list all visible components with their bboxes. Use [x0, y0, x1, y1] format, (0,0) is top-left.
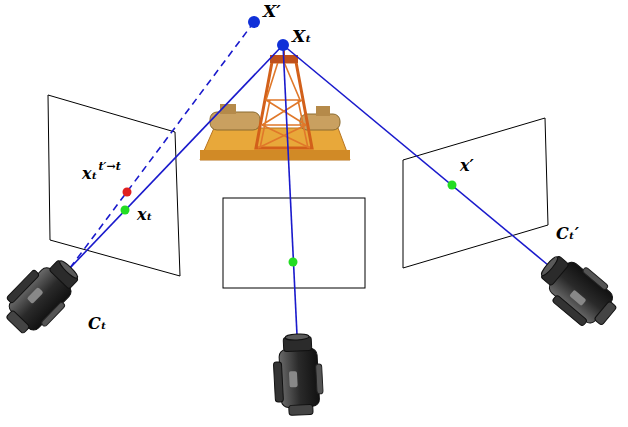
image-point [121, 206, 130, 215]
point-label: Cₜ′ [556, 226, 579, 242]
point-label: X′ [263, 3, 281, 20]
point-label: xₜ [137, 207, 152, 223]
projection-ray [70, 22, 548, 335]
point-3d [248, 16, 260, 28]
projected-point [123, 188, 132, 197]
point-label: x′ [460, 158, 474, 174]
point-3d [277, 39, 289, 51]
camera [272, 333, 324, 416]
point-label: Xₜ [292, 28, 312, 45]
image-plane [48, 95, 180, 276]
camera [531, 247, 624, 336]
image-point [448, 181, 457, 190]
point-label: xₜ [82, 166, 97, 182]
camera [0, 250, 87, 342]
superscript-label: t′→t [98, 161, 120, 172]
image-point [289, 258, 298, 267]
image-plane [403, 118, 548, 268]
point-label: Cₜ [88, 316, 107, 332]
